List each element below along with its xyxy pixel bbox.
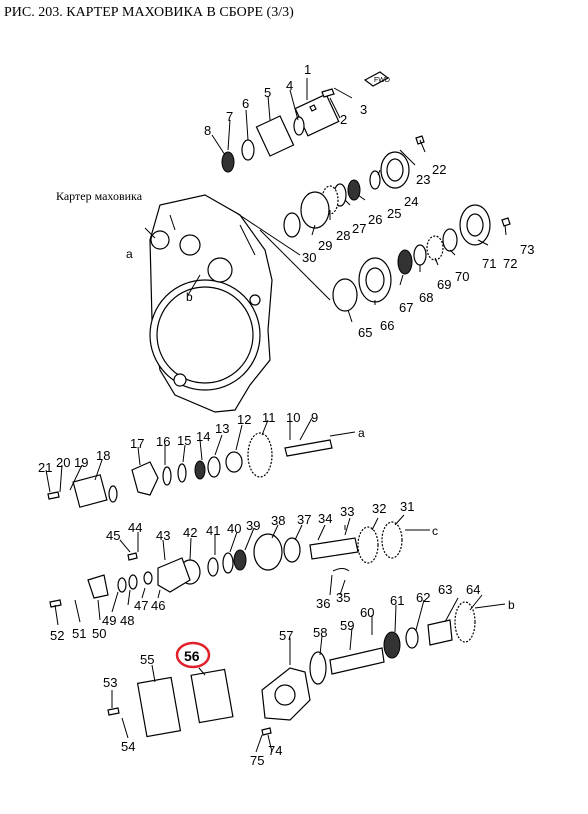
callout-9: 9 <box>311 410 318 425</box>
callout-66: 66 <box>380 318 394 333</box>
page-title: РИС. 203. КАРТЕР МАХОВИКА В СБОРЕ (3/3) <box>4 5 294 20</box>
callout-labels: 1 2 3 4 5 6 7 8 9 10 11 12 13 14 15 16 1… <box>38 62 534 768</box>
callout-48: 48 <box>120 613 134 628</box>
section-letter-a-housing: a <box>126 247 133 261</box>
callout-70: 70 <box>455 269 469 284</box>
drive-shaft-assembly-upper <box>47 432 333 508</box>
callout-21: 21 <box>38 460 52 475</box>
callout-10: 10 <box>286 410 300 425</box>
callout-24: 24 <box>404 194 418 209</box>
callout-37: 37 <box>297 512 311 527</box>
callout-72: 72 <box>503 256 517 271</box>
callout-4: 4 <box>286 78 293 93</box>
callout-13: 13 <box>215 421 229 436</box>
callout-34: 34 <box>318 511 332 526</box>
callout-61: 61 <box>390 593 404 608</box>
section-letter-b-housing: b <box>186 290 193 304</box>
callout-25: 25 <box>387 206 401 221</box>
callout-18: 18 <box>96 448 110 463</box>
callout-38: 38 <box>271 513 285 528</box>
callout-46: 46 <box>151 598 165 613</box>
callout-35: 35 <box>336 590 350 605</box>
callout-43: 43 <box>156 528 170 543</box>
callout-56: 56 <box>184 648 200 664</box>
callout-64: 64 <box>466 582 480 597</box>
callout-69: 69 <box>437 277 451 292</box>
callout-17: 17 <box>130 436 144 451</box>
drive-shaft-assembly-lower <box>107 601 476 738</box>
section-letter-c-shaft: c <box>432 524 438 538</box>
callout-6: 6 <box>242 96 249 111</box>
section-letter-a-shaft: a <box>358 426 365 440</box>
callout-1: 1 <box>304 62 311 77</box>
callout-12: 12 <box>237 412 251 427</box>
callout-58: 58 <box>313 625 327 640</box>
callout-20: 20 <box>56 455 70 470</box>
callout-2: 2 <box>340 112 347 127</box>
callout-67: 67 <box>399 300 413 315</box>
cover-plate-assembly <box>221 71 390 173</box>
callout-54: 54 <box>121 739 135 754</box>
callout-47: 47 <box>134 598 148 613</box>
callout-59: 59 <box>340 618 354 633</box>
callout-30: 30 <box>302 250 316 265</box>
callout-15: 15 <box>177 433 191 448</box>
callout-73: 73 <box>520 242 534 257</box>
drive-shaft-assembly-middle <box>49 521 403 608</box>
callout-42: 42 <box>183 525 197 540</box>
callout-5: 5 <box>264 85 271 100</box>
callout-50: 50 <box>92 626 106 641</box>
callout-40: 40 <box>227 521 241 536</box>
callout-55: 55 <box>140 652 154 667</box>
callout-26: 26 <box>368 212 382 227</box>
callout-41: 41 <box>206 523 220 538</box>
callout-63: 63 <box>438 582 452 597</box>
callout-44: 44 <box>128 520 142 535</box>
callout-49: 49 <box>102 613 116 628</box>
callout-57: 57 <box>279 628 293 643</box>
section-letters: a b a c b <box>126 247 515 612</box>
callout-60: 60 <box>360 605 374 620</box>
callout-33: 33 <box>340 504 354 519</box>
callout-53: 53 <box>103 675 117 690</box>
callout-3: 3 <box>360 102 367 117</box>
callout-7: 7 <box>226 109 233 124</box>
callout-65: 65 <box>358 325 372 340</box>
callout-28: 28 <box>336 228 350 243</box>
leader-lines <box>45 78 507 753</box>
callout-31: 31 <box>400 499 414 514</box>
fwd-arrow-label: FWD <box>374 77 390 84</box>
callout-39: 39 <box>246 518 260 533</box>
callout-45: 45 <box>106 528 120 543</box>
callout-11: 11 <box>262 410 276 425</box>
callout-68: 68 <box>419 290 433 305</box>
callout-36: 36 <box>316 596 330 611</box>
callout-52: 52 <box>50 628 64 643</box>
callout-27: 27 <box>352 221 366 236</box>
flywheel-housing-caption: Картер маховика <box>56 189 143 203</box>
section-letter-b-shaft: b <box>508 598 515 612</box>
callout-22: 22 <box>432 162 446 177</box>
highlighted-callout-56: 56 <box>175 641 211 669</box>
highlight-ring <box>175 641 211 669</box>
callout-23: 23 <box>416 172 430 187</box>
flywheel-housing <box>149 194 273 413</box>
callout-75: 75 <box>250 753 264 768</box>
pto-upper-assembly <box>283 135 425 238</box>
callout-32: 32 <box>372 501 386 516</box>
callout-8: 8 <box>204 123 211 138</box>
callout-51: 51 <box>72 626 86 641</box>
callout-29: 29 <box>318 238 332 253</box>
callout-71: 71 <box>482 256 496 271</box>
callout-19: 19 <box>74 455 88 470</box>
callout-62: 62 <box>416 590 430 605</box>
callout-14: 14 <box>196 429 210 444</box>
callout-16: 16 <box>156 434 170 449</box>
callout-74: 74 <box>268 743 282 758</box>
